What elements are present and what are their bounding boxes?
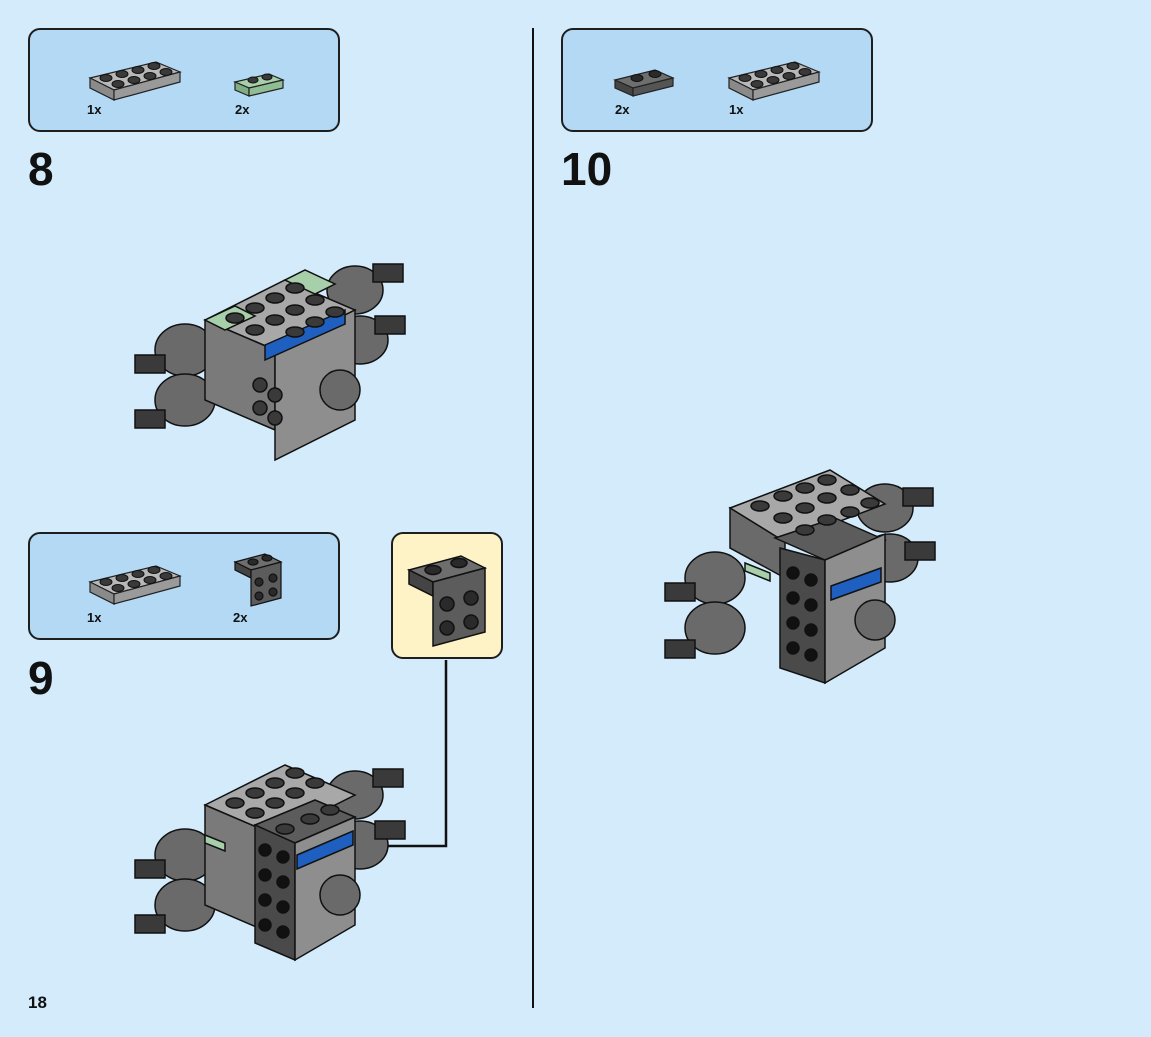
part-quantity: 2x: [615, 102, 629, 117]
step-8-parts-list: 1x 2x: [28, 28, 340, 132]
step-8-build-illustration: [125, 250, 415, 470]
step-number: 8: [28, 146, 54, 192]
plate-2x4-light-gray-icon: [563, 30, 875, 134]
step-10-parts-list: 2x 1x: [561, 28, 873, 132]
bracket-2x2-dark-gray-icon: [30, 534, 342, 642]
step-10-build-illustration: [655, 468, 945, 698]
page-number: 18: [28, 993, 47, 1013]
part-quantity: 1x: [87, 610, 101, 625]
plate-1x2-sand-green-icon: [30, 30, 342, 134]
part-quantity: 2x: [233, 610, 247, 625]
step-9-build-illustration: [125, 755, 415, 975]
part-quantity: 1x: [87, 102, 101, 117]
bracket-2x2-dark-gray-icon: [393, 534, 505, 661]
column-divider: [532, 28, 534, 1008]
part-quantity: 1x: [729, 102, 743, 117]
step-9-parts-list: 1x 2x: [28, 532, 340, 640]
step-number: 10: [561, 146, 612, 192]
part-quantity: 2x: [235, 102, 249, 117]
step-number: 9: [28, 655, 54, 701]
step-9-subassembly-callout: [391, 532, 503, 659]
